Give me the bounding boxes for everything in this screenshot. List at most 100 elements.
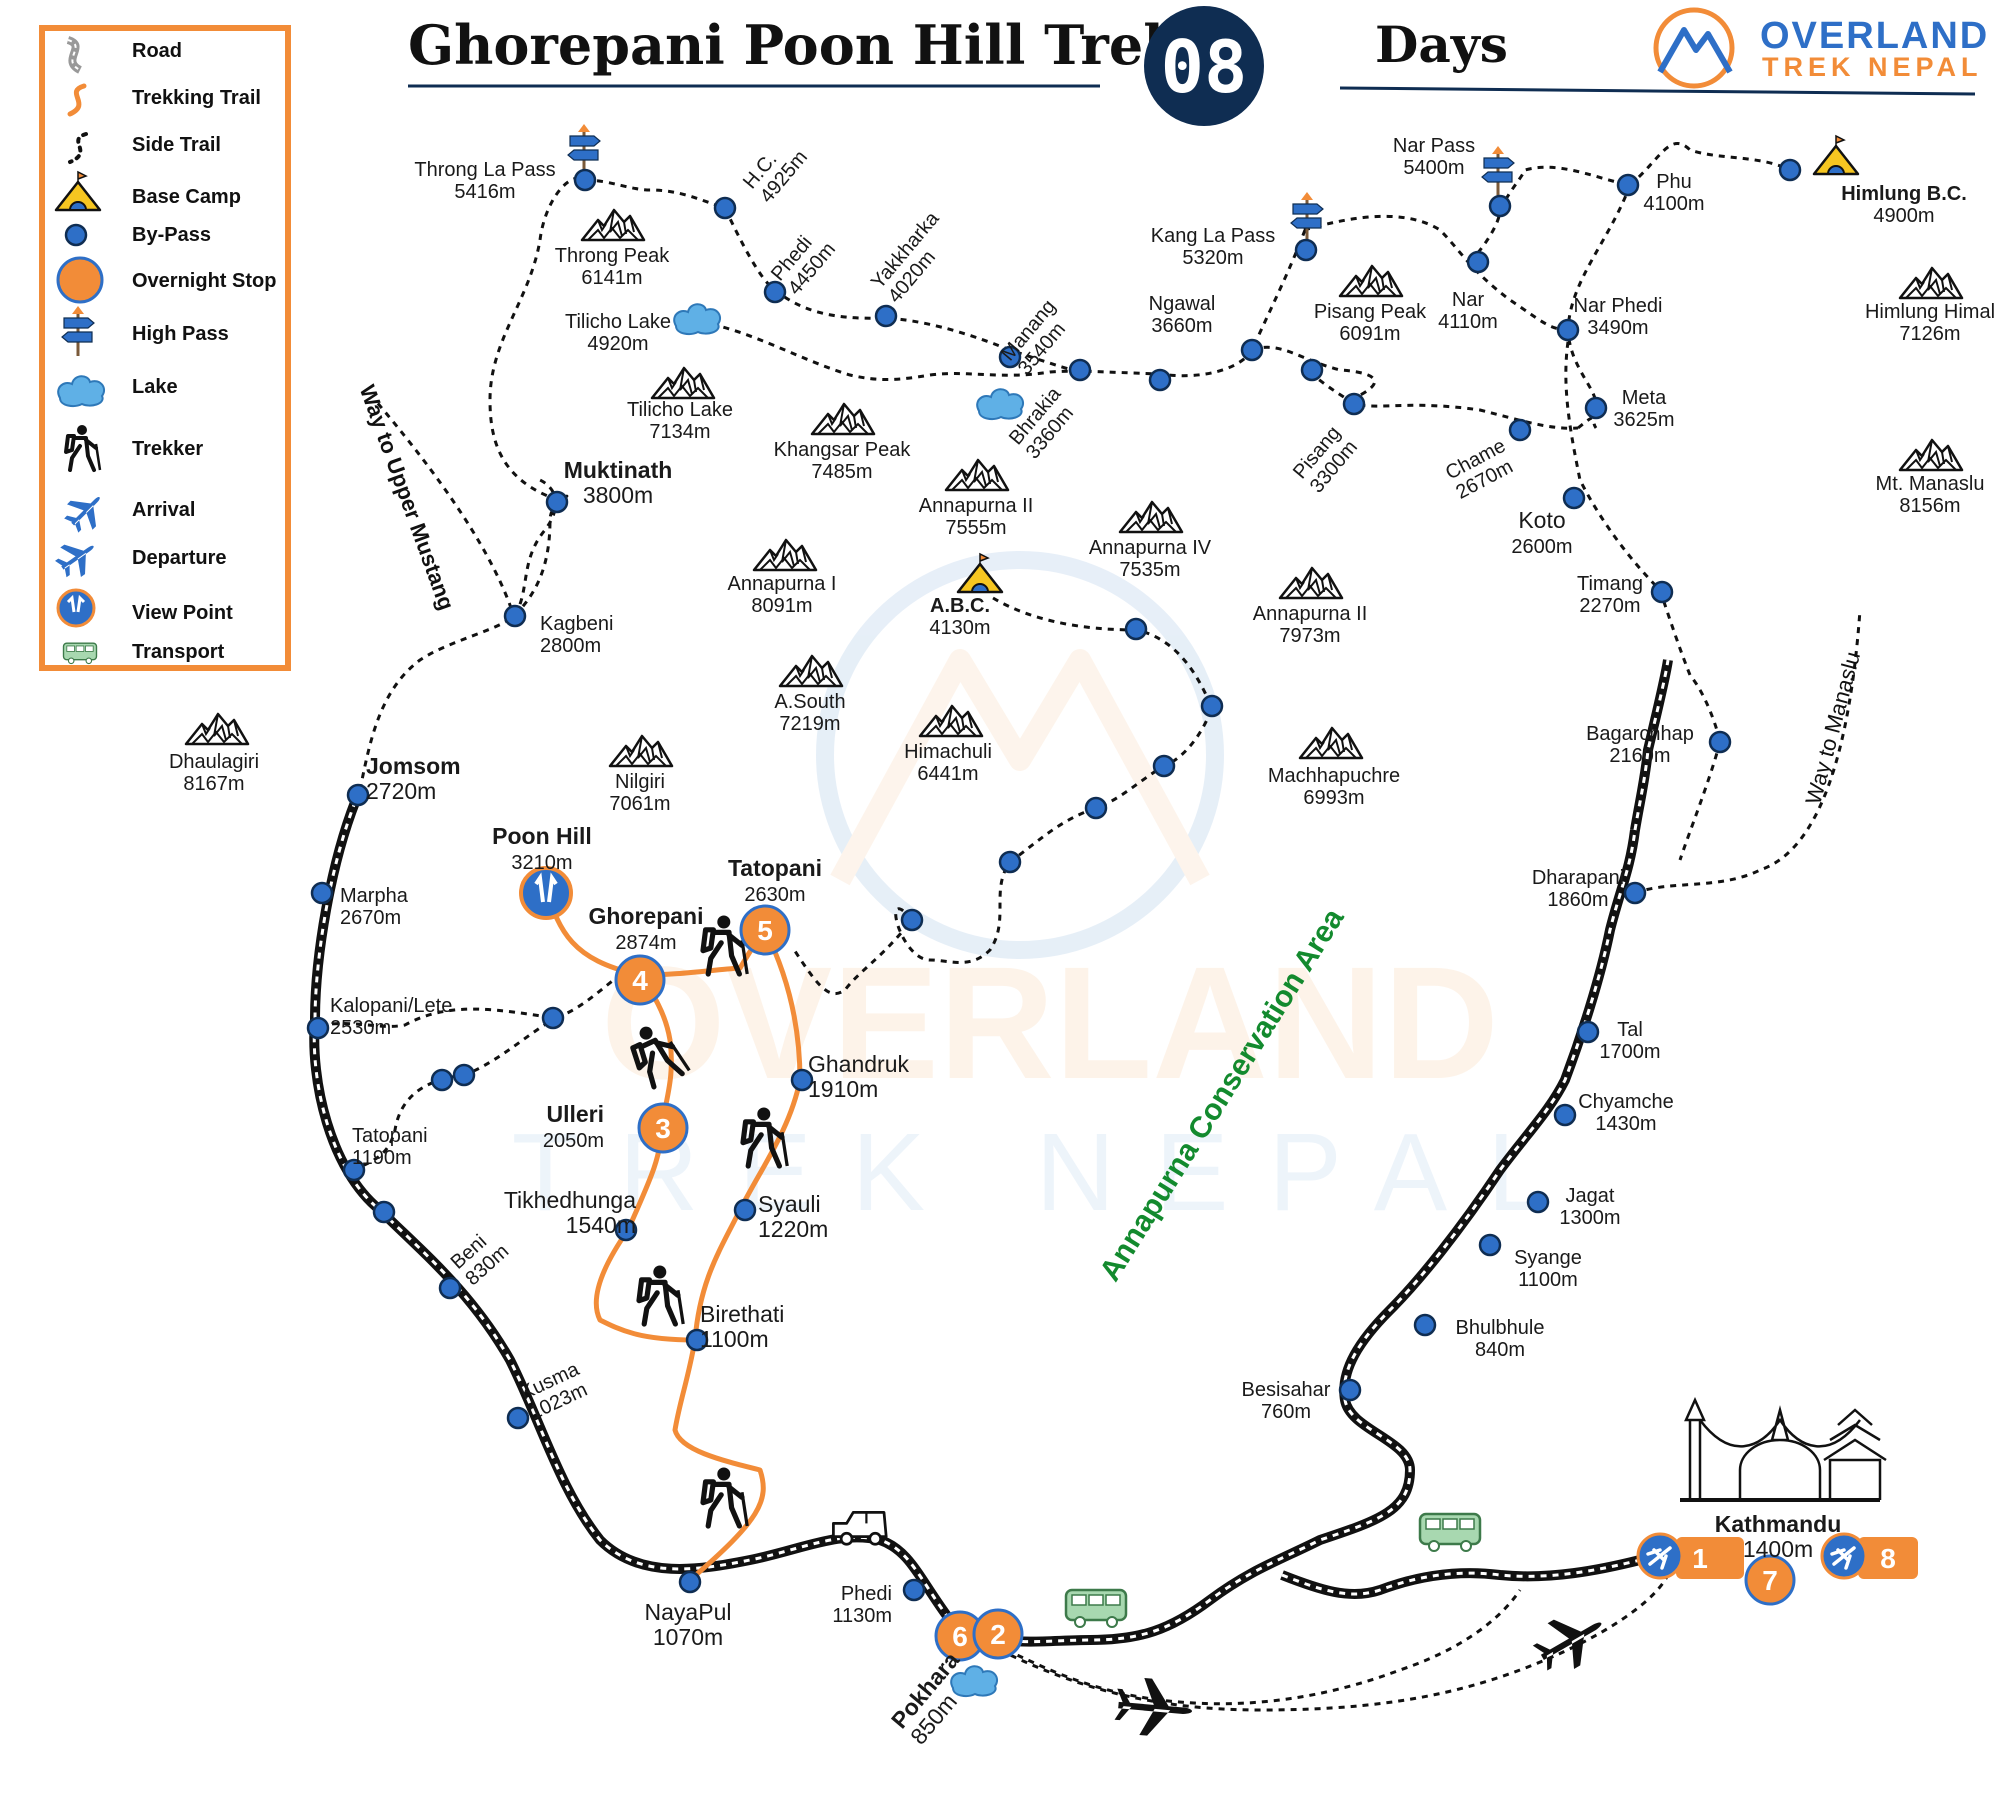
place-name: Marpha [340,885,409,907]
trekker-icon [703,1468,747,1527]
by-pass-icon [1584,396,1608,420]
place-name: Annapurna II [919,495,1034,517]
trekker-icon [639,1266,683,1325]
place-name: Machhapuchre [1268,765,1400,787]
place-altitude: 1190m [352,1147,412,1169]
place-altitude: 2874m [615,932,676,954]
place-name: A.South [774,691,845,713]
by-pass-icon [1294,238,1318,262]
by-pass-icon [1148,368,1172,392]
place-altitude: 6993m [1303,787,1364,809]
base-camp-icon [1812,134,1860,176]
place-altitude: 6091m [1339,323,1400,345]
place-altitude: 7134m [649,421,710,443]
place-name: Bagarchhap [1586,723,1694,745]
by-pass-icon [874,304,898,328]
place-name: Khangsar Peak [774,439,912,461]
place-altitude: 2050m [543,1130,604,1152]
by-pass-icon [346,783,370,807]
by-pass-icon [545,490,569,514]
by-pass-icon [1338,1378,1362,1402]
place-altitude: 4920m [587,333,648,355]
place-altitude: 1130m [832,1605,892,1627]
place-name: Dharapani [1532,867,1624,889]
overnight-stop: 5 [739,904,791,956]
by-pass-icon [1342,392,1366,416]
place-altitude: 6141m [581,267,642,289]
watermark-line1: OVERLAND [601,933,1499,1112]
place-altitude: 1070m [653,1624,723,1650]
mountain-icon [944,458,1010,492]
place-altitude: 4900m [1873,205,1934,227]
place-altitude: 7535m [1119,559,1180,581]
place-altitude: 1220m [758,1216,828,1242]
place-altitude: 7061m [609,793,670,815]
place-name: Timang [1577,573,1643,595]
place-altitude: 7555m [945,517,1006,539]
place-altitude: 2530m [330,1017,391,1039]
place-name: Tikhedhunga [504,1187,636,1213]
mountain-icon [650,366,716,400]
place-altitude: 2270m [1579,595,1640,617]
overnight-stop: 7 [1744,1554,1796,1606]
side-trails [319,142,1862,1706]
place-name: Meta [1622,387,1667,409]
by-pass-icon [1553,1103,1577,1127]
by-pass-icon [1068,358,1092,382]
place-name: Syange [1514,1247,1582,1269]
way-manaslu: Way to Manaslu [1800,649,1865,807]
place-altitude: 1700m [1599,1041,1660,1063]
svg-text:5: 5 [757,915,773,946]
legend-label: Trekker [132,438,203,460]
map-icons [184,122,1964,1697]
place-altitude: 1100m [700,1326,769,1352]
place-altitude: 3800m [583,482,653,508]
place-altitude: 8091m [751,595,812,617]
place-name: Throng Peak [555,245,671,267]
by-pass-icon [1576,1020,1600,1044]
kathmandu-landmark-icon [1680,1396,1887,1502]
svg-text:3: 3 [655,1113,671,1144]
overnight-stop: 6 [934,1610,986,1662]
place-altitude: 7973m [1279,625,1340,647]
high-pass-icon [566,122,602,176]
legend-label: High Pass [132,323,229,345]
by-pass-icon [573,168,597,192]
place-label: A.B.C.4130m [929,595,990,639]
by-pass-icon [1508,418,1532,442]
svg-text:2: 2 [990,1619,1006,1650]
by-pass-icon [430,1068,454,1092]
place-name: Kathmandu [1715,1511,1842,1537]
place-altitude: 760m [1261,1401,1311,1423]
place-name: Phedi [841,1583,892,1605]
by-pass-icon [1556,318,1580,342]
by-pass-icon [900,908,924,932]
arrival-icon [64,497,100,533]
svg-text:1: 1 [1692,1543,1708,1574]
roads [309,659,1673,1647]
road-icon [66,36,83,74]
side-trail-icon [68,132,88,164]
place-altitude: 1430m [1595,1113,1656,1135]
place-name: Besisahar [1242,1379,1331,1401]
place-name: Tatopani [352,1125,428,1147]
